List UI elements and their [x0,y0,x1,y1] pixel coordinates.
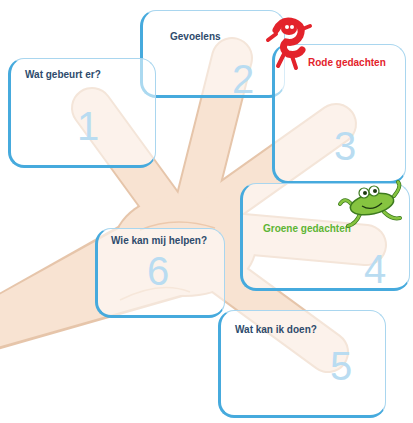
step-number: 5 [330,346,352,386]
step-box: Groene gedachten 4 [240,183,410,291]
red-eye [290,25,294,29]
step-box: Wat kan ik doen? 5 [218,310,386,418]
green-eye [359,188,369,198]
step-number: 4 [364,249,386,289]
step-box: Wie kan mij helpen? 6 [95,228,225,318]
green-thought-character [340,182,400,226]
step-heading: Wat gebeurt er? [25,69,101,81]
red-limbs [268,26,310,68]
step-heading: Groene gedachten [263,223,351,235]
step-number: 6 [147,251,169,291]
green-body [348,190,395,219]
red-body [276,21,302,55]
step-box: Wat gebeurt er? 1 [8,58,156,168]
red-head [281,23,297,35]
step-box: Rode gedachten 3 [272,44,406,184]
step-heading: Gevoelens [170,31,221,43]
green-mouth [362,203,382,208]
step-number: 1 [77,106,99,146]
green-pupil [373,189,377,193]
step-number: 3 [334,126,356,166]
green-pupil [363,191,367,195]
step-heading: Wat kan ik doen? [235,324,317,336]
green-limbs [340,182,400,226]
step-number: 2 [232,59,254,99]
green-eye [369,186,379,196]
red-thought-character [268,21,310,68]
red-eye [285,25,289,29]
green-limbs-outline [340,182,400,226]
step-heading: Wie kan mij helpen? [111,235,207,247]
step-box: Gevoelens 2 [140,10,285,98]
step-heading: Rode gedachten [308,57,386,69]
